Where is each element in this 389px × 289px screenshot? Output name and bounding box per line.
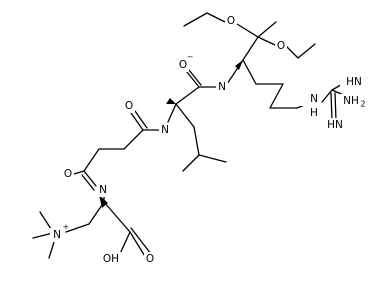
guanidine-imine-n: HN <box>327 119 343 131</box>
guanidine-hn: HN <box>346 76 362 88</box>
nh2-subscript: 2 <box>360 100 365 109</box>
guanidine-nh-h: H <box>310 107 318 119</box>
acetal-oxygen-1: O <box>227 15 235 27</box>
atom-labels: O O O − N O N O N N H NH 2 HN HN N + OH … <box>50 14 370 266</box>
oxygen-charge-minus: − <box>187 53 194 62</box>
carbonyl-oxygen-3: O <box>64 168 72 180</box>
ammonium-nitrogen: N <box>53 229 61 241</box>
amide-nitrogen-3: N <box>99 184 107 196</box>
carbonyl-oxygen-2: O <box>125 100 133 112</box>
acid-carbonyl-oxygen: O <box>146 253 154 265</box>
acetal-oxygen-2: O <box>277 40 285 52</box>
carbonyl-oxygen-1: O <box>179 59 187 71</box>
bond-layer <box>32 12 347 259</box>
stereo-wedges <box>99 60 243 208</box>
guanidine-nh2: NH <box>343 95 359 107</box>
amide-nitrogen-1: N <box>218 81 226 93</box>
guanidine-nh-n: N <box>310 93 318 105</box>
acid-hydroxyl: OH <box>103 253 119 265</box>
ammonium-charge-plus: + <box>63 223 70 232</box>
amide-nitrogen-2: N <box>161 124 169 136</box>
